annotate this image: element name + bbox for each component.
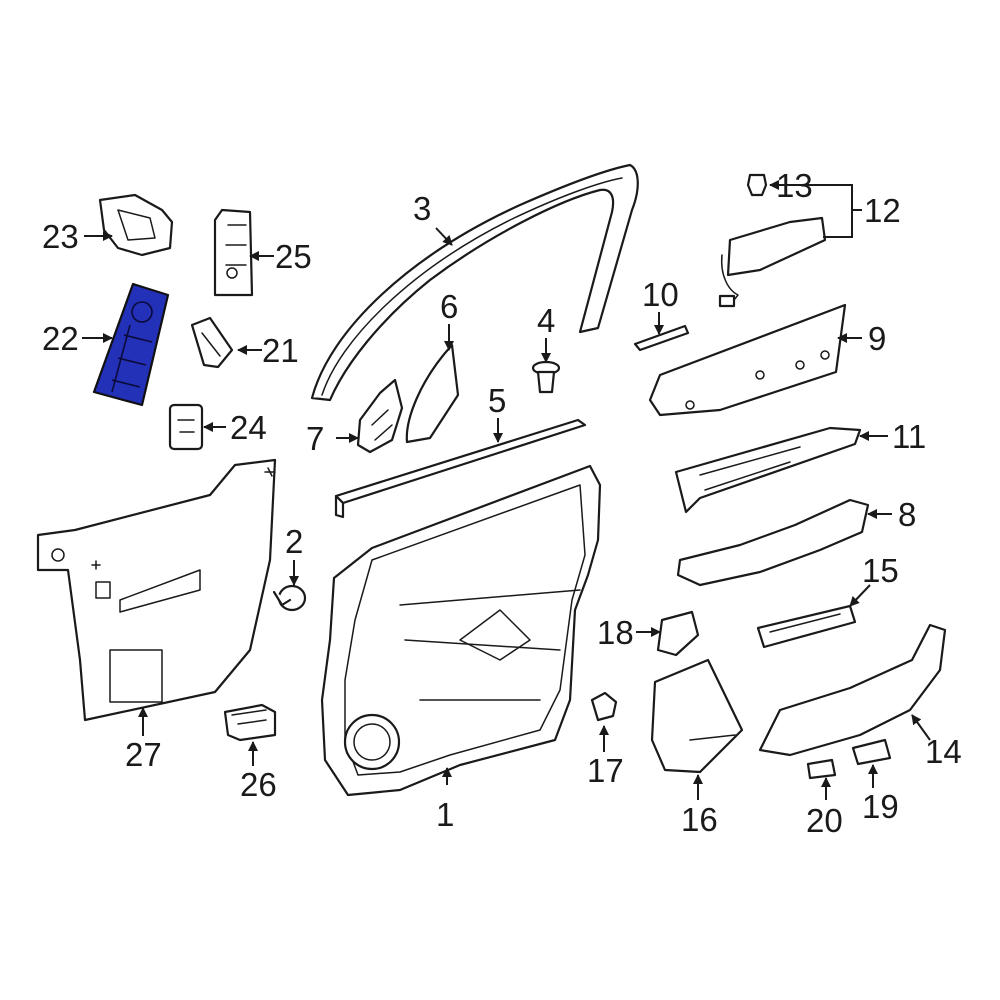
callout-14: 14 — [925, 733, 962, 770]
callout-26: 26 — [240, 766, 277, 803]
callout-23: 23 — [42, 218, 79, 255]
part-6-trim-piece[interactable] — [405, 343, 460, 444]
part-20-plug[interactable] — [806, 758, 837, 780]
callout-27: 27 — [125, 736, 162, 773]
callout-10: 10 — [642, 276, 679, 313]
callout-8: 8 — [898, 496, 916, 533]
part-12-handle-assembly[interactable] — [718, 216, 827, 308]
part-25-switch-module[interactable] — [213, 208, 254, 297]
callout-1: 1 — [436, 796, 454, 833]
callout-25: 25 — [275, 238, 312, 275]
part-14-lower-trim[interactable] — [758, 623, 947, 757]
callout-20: 20 — [806, 802, 843, 839]
part-19-plug[interactable] — [851, 738, 892, 766]
leader-lines — [82, 180, 931, 800]
part-13-fastener[interactable] — [746, 173, 768, 197]
callout-22: 22 — [42, 320, 79, 357]
part-18-bracket[interactable] — [656, 610, 700, 657]
callout-4: 4 — [537, 302, 555, 339]
callout-19: 19 — [862, 788, 899, 825]
callout-labels: 1 2 3 4 5 6 7 8 9 10 11 12 13 14 15 16 1… — [42, 167, 962, 839]
part-22-window-switch-highlighted[interactable] — [92, 282, 170, 407]
callout-17: 17 — [587, 752, 624, 789]
callout-2: 2 — [285, 523, 303, 560]
part-7-trim-piece[interactable] — [356, 378, 404, 454]
part-9-bracket[interactable] — [648, 303, 847, 417]
part-8-armrest[interactable] — [676, 498, 870, 587]
part-2-push-pin[interactable] — [272, 584, 307, 612]
callout-18: 18 — [597, 614, 634, 651]
part-10-trim-strip[interactable] — [633, 324, 690, 352]
part-17-fastener[interactable] — [590, 691, 618, 722]
callout-16: 16 — [681, 801, 718, 838]
part-3-door-frame-seal[interactable] — [310, 163, 639, 402]
part-21-switch[interactable] — [190, 316, 234, 369]
part-1-door-inner-panel[interactable] — [320, 464, 602, 797]
callout-12: 12 — [864, 192, 901, 229]
part-5-beltline-strip[interactable] — [334, 418, 587, 519]
callout-6: 6 — [440, 288, 458, 325]
callout-11: 11 — [892, 418, 926, 455]
part-4-clip[interactable] — [531, 360, 561, 394]
callout-9: 9 — [868, 320, 886, 357]
callout-24: 24 — [230, 409, 267, 446]
part-15-pull-cup[interactable] — [756, 604, 857, 649]
callout-5: 5 — [488, 382, 506, 419]
callout-15: 15 — [862, 552, 899, 589]
callout-13: 13 — [776, 167, 813, 204]
part-26-clip-housing[interactable] — [223, 703, 277, 742]
part-11-armrest-trim[interactable] — [674, 426, 862, 514]
part-24-switch[interactable] — [168, 403, 204, 451]
callout-3: 3 — [413, 190, 431, 227]
part-27-door-trim-panel[interactable] — [36, 458, 277, 722]
part-16-cover[interactable] — [650, 658, 744, 774]
callout-7: 7 — [306, 420, 324, 457]
callout-21: 21 — [262, 332, 299, 369]
part-23-seat-switch[interactable] — [98, 193, 174, 257]
